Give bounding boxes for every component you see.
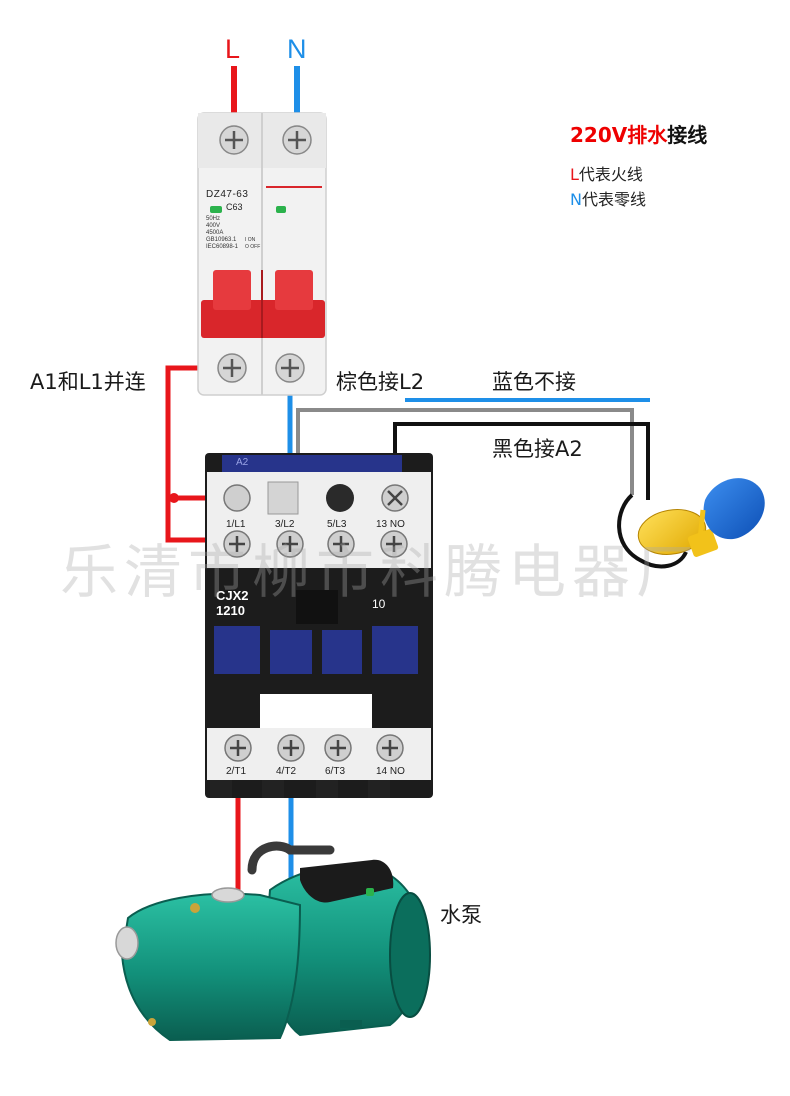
callout-blue: 蓝色不接 [492, 370, 576, 394]
legend-live: L代表火线 [570, 161, 643, 185]
terminal-screw-icon [327, 530, 355, 558]
contactor-terminal-top-1: 1/L1 [226, 519, 246, 530]
coil-band-label: A2 [236, 457, 249, 468]
breaker-model: DZ47-63 [206, 189, 249, 200]
terminal-screw-icon [380, 530, 408, 558]
terminal-screw-icon [217, 353, 247, 383]
legend-neutral-key: N [570, 190, 582, 209]
circuit-breaker-icon [197, 112, 327, 396]
legend-title-rest: 接线 [667, 123, 708, 147]
legend-title: 220V排水接线 [570, 119, 707, 148]
breaker-spec-0: 50Hz [206, 216, 221, 222]
contactor-aux: 10 [372, 597, 386, 611]
junction-dot [169, 493, 179, 503]
terminal-screw-icon [219, 125, 249, 155]
terminal-screw-icon [277, 734, 305, 762]
breaker-spec-4: IEC60898-1 [206, 244, 239, 250]
terminal-screw-icon [324, 734, 352, 762]
breaker-rating: C63 [226, 202, 243, 212]
callout-a1-l1: A1和L1并连 [30, 370, 146, 394]
contactor-model: CJX2 [216, 588, 249, 603]
terminal-screw-icon [276, 530, 304, 558]
terminal-screw-icon [275, 353, 305, 383]
float-switch-icon [617, 478, 765, 569]
breaker-spec-3: GB10963.1 [206, 237, 237, 243]
contactor-terminal-bottom-2: 4/T2 [276, 766, 297, 777]
callout-black: 黑色接A2 [492, 437, 583, 461]
legend-live-key: L [570, 165, 579, 184]
legend-title-red: 排水 [627, 123, 668, 147]
watermark: 乐清市柳市科腾电器厂 [60, 538, 701, 606]
contactor-terminal-top-2: 3/L2 [275, 519, 295, 530]
contactor-terminal-bottom-3: 6/T3 [325, 766, 346, 777]
contactor-terminal-bottom-4: 14 NO [376, 766, 405, 777]
terminal-screw-icon [224, 734, 252, 762]
contactor-code: 1210 [216, 603, 245, 618]
legend-voltage: 220V [570, 123, 628, 147]
callout-brown: 棕色接L2 [336, 370, 425, 394]
breaker-spec-2: 4500A [206, 230, 224, 236]
contactor-terminal-bottom-1: 2/T1 [226, 766, 247, 777]
live-letter: L [225, 34, 241, 64]
terminal-screw-icon [282, 125, 312, 155]
legend-neutral: N代表零线 [570, 186, 646, 210]
terminal-screw-icon [223, 530, 251, 558]
contactor-icon [205, 453, 433, 798]
water-pump-icon [115, 841, 431, 1042]
contactor-terminal-top-4: 13 NO [376, 519, 405, 530]
breaker-on: I ON [245, 237, 256, 243]
neutral-letter: N [287, 34, 307, 64]
legend-live-text: 代表火线 [578, 165, 643, 184]
breaker-spec-1: 400V [206, 223, 221, 229]
callout-pump: 水泵 [440, 903, 482, 927]
contactor-terminal-top-3: 5/L3 [327, 519, 347, 530]
breaker-off: O OFF [245, 244, 261, 250]
terminal-screw-icon [376, 734, 404, 762]
legend-neutral-text: 代表零线 [581, 190, 646, 209]
